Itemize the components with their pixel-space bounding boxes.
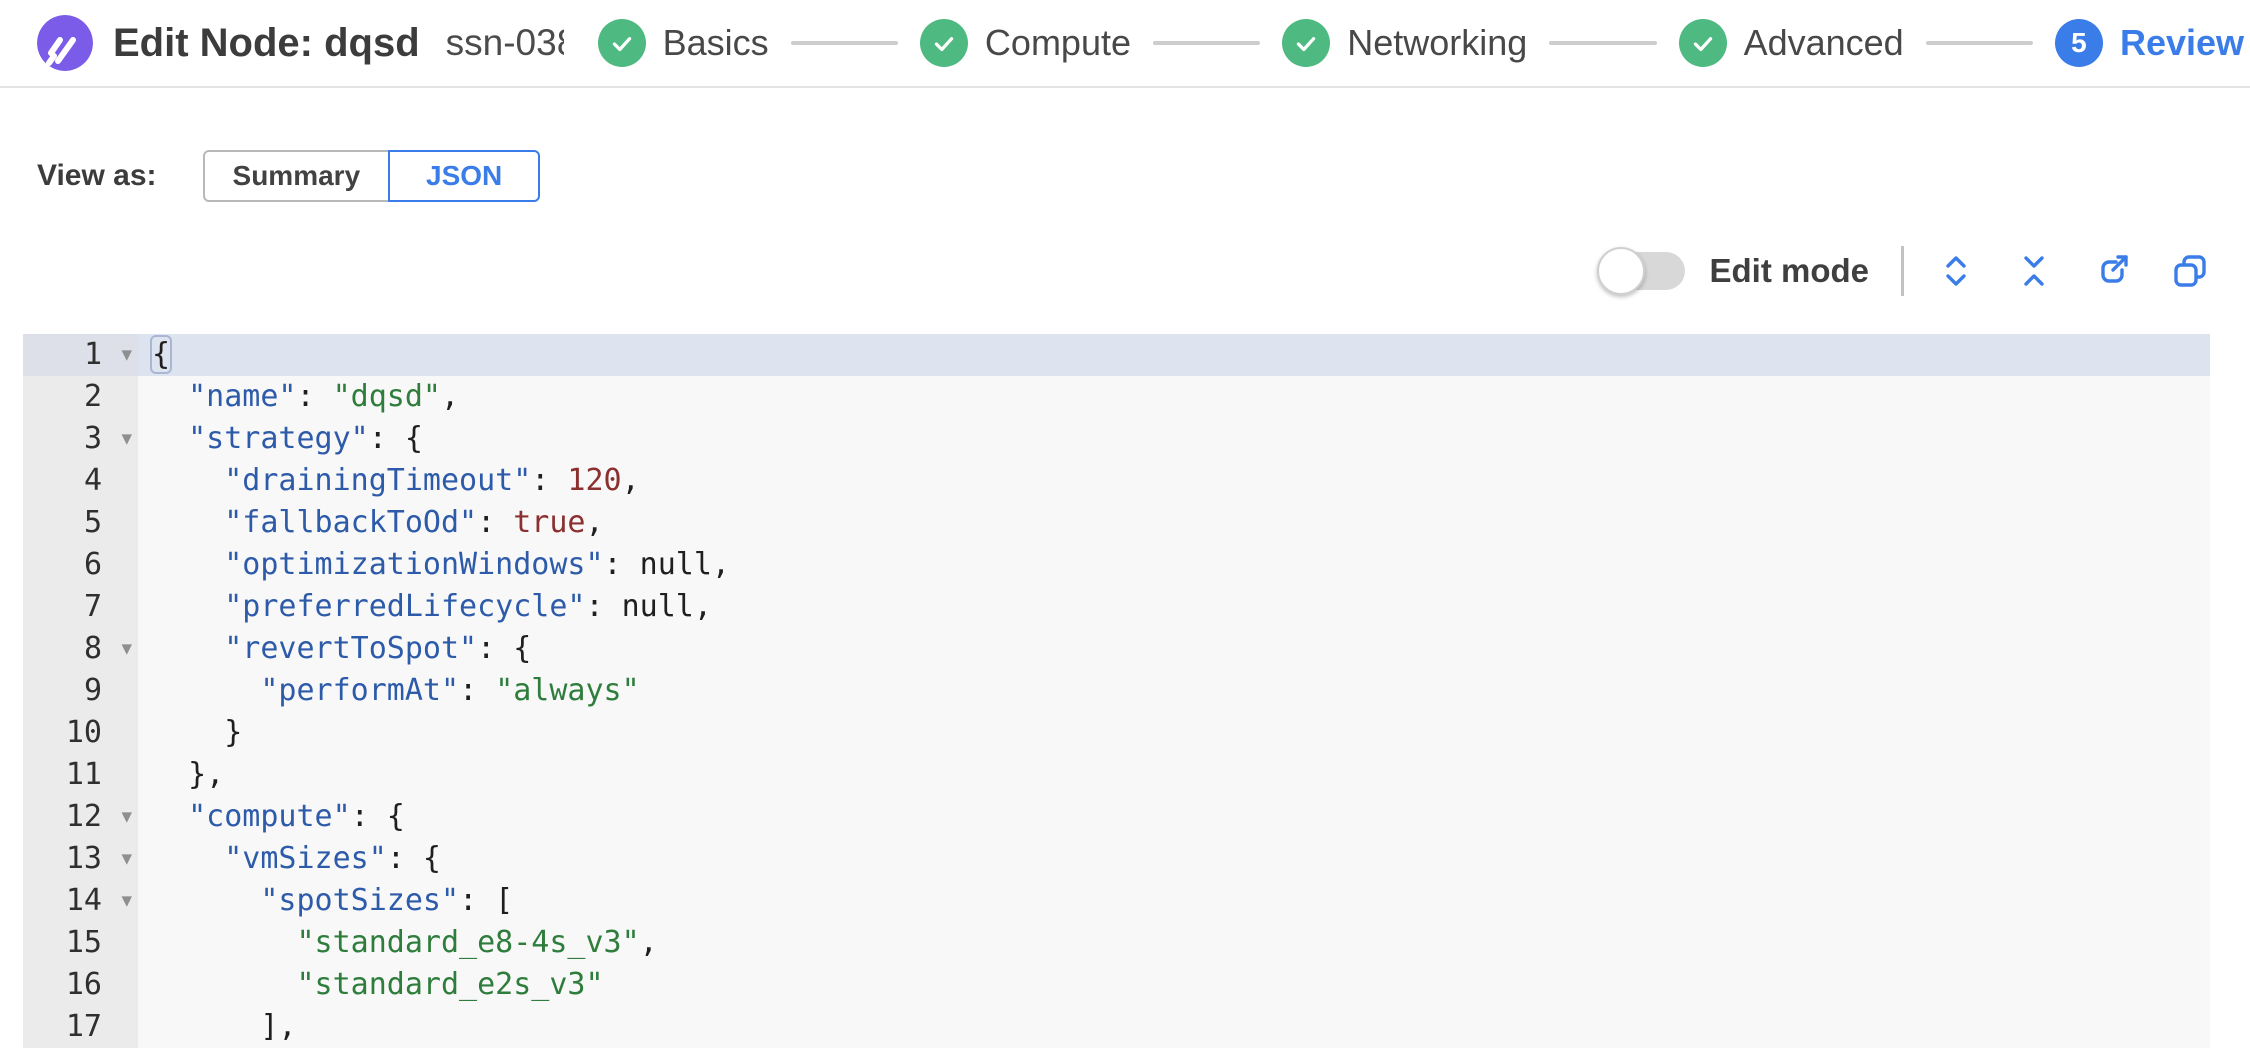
step-label: Compute [984,22,1131,63]
step-review[interactable]: 5 Review [2054,19,2245,67]
line-number[interactable]: 9 [23,670,138,712]
edit-mode-label: Edit mode [1709,252,1869,289]
fold-arrow-icon[interactable]: ▾ [121,637,132,660]
toolbar-divider [1901,246,1904,296]
node-id: ssn-038 [445,22,564,63]
line-number[interactable]: 10 [23,712,138,754]
editor-line: 11 }, [23,754,2210,796]
editor-toolbar: Edit mode [1597,246,2210,296]
step-connector [1925,41,2033,45]
line-number[interactable]: 13▾ [23,838,138,880]
editor-line: 6 "optimizationWindows": null, [23,544,2210,586]
line-number[interactable]: 16 [23,964,138,1006]
code-line[interactable]: "standard_e2s_v3" [296,967,604,1002]
line-number[interactable]: 1▾ [23,334,138,376]
editor-line: 9 "performAt": "always" [23,670,2210,712]
fold-arrow-icon[interactable]: ▾ [121,805,132,828]
code-line[interactable]: "performAt": "always" [260,673,640,708]
editor-line: 10 } [23,712,2210,754]
fold-arrow-icon[interactable]: ▾ [121,889,132,912]
view-as-row: View as: Summary JSON [37,150,541,202]
page-title: Edit Node: dqsd [113,20,420,65]
line-number[interactable]: 5 [23,502,138,544]
step-networking[interactable]: Networking [1282,19,1527,67]
expand-all-icon[interactable] [1936,251,1976,291]
editor-line: 8▾ "revertToSpot": { [23,628,2210,670]
fold-arrow-icon[interactable]: ▾ [121,847,132,870]
editor-line: 15 "standard_e8-4s_v3", [23,922,2210,964]
code-line[interactable]: "compute": { [188,799,405,834]
toggle-knob[interactable] [1597,247,1646,295]
step-basics[interactable]: Basics [597,19,769,67]
line-number[interactable]: 6 [23,544,138,586]
collapse-all-icon[interactable] [2014,251,2054,291]
line-number[interactable]: 7 [23,586,138,628]
step-connector [1549,41,1657,45]
code-line[interactable]: "standard_e8-4s_v3", [296,925,658,960]
step-label: Review [2119,22,2245,63]
line-number[interactable]: 17 [23,1006,138,1048]
line-number[interactable]: 14▾ [23,880,138,922]
export-icon[interactable] [2092,251,2132,291]
view-as-toggle: Summary JSON [202,150,541,202]
edit-mode-toggle[interactable] [1597,247,1686,295]
step-label: Networking [1347,22,1528,63]
editor-line: 14▾ "spotSizes": [ [23,880,2210,922]
step-connector [1153,41,1261,45]
editor-line: 16 "standard_e2s_v3" [23,964,2210,1006]
code-line[interactable]: "optimizationWindows": null, [224,547,730,582]
json-tab[interactable]: JSON [388,150,541,202]
editor-line: 3▾ "strategy": { [23,418,2210,460]
summary-tab[interactable]: Summary [202,150,391,202]
code-line[interactable]: "name": "dqsd", [188,379,460,414]
code-line[interactable]: "fallbackToOd": true, [224,505,604,540]
editor-line: 1▾{ [23,334,2210,376]
check-icon [1678,19,1727,67]
check-icon [1282,19,1331,67]
step-connector [790,41,898,45]
wizard-header: Edit Node: dqsd ssn-038 Basics Compute Net… [0,0,2250,88]
step-compute[interactable]: Compute [919,19,1131,67]
code-line[interactable]: "vmSizes": { [224,841,441,876]
view-as-label: View as: [37,159,157,192]
code-line[interactable]: ], [260,1009,297,1044]
line-number[interactable]: 3▾ [23,418,138,460]
line-number[interactable]: 4 [23,460,138,502]
code-line[interactable]: "revertToSpot": { [224,631,532,666]
json-editor[interactable]: 1▾{2 "name": "dqsd",3▾ "strategy": {4 "d… [23,334,2210,1048]
line-number[interactable]: 11 [23,754,138,796]
editor-line: 7 "preferredLifecycle": null, [23,586,2210,628]
editor-line: 17 ], [23,1006,2210,1048]
editor-line: 5 "fallbackToOd": true, [23,502,2210,544]
line-number[interactable]: 15 [23,922,138,964]
line-number[interactable]: 8▾ [23,628,138,670]
line-number[interactable]: 12▾ [23,796,138,838]
check-icon [597,19,646,67]
code-line[interactable]: } [224,715,243,750]
editor-line: 13▾ "vmSizes": { [23,838,2210,880]
step-label: Advanced [1743,22,1904,63]
fold-arrow-icon[interactable]: ▾ [121,343,132,366]
code-line[interactable]: { [138,334,2210,376]
toolbar-icons [1936,251,2210,291]
step-number-badge: 5 [2054,19,2103,67]
editor-line: 2 "name": "dqsd", [23,376,2210,418]
line-number[interactable]: 2 [23,376,138,418]
fold-arrow-icon[interactable]: ▾ [121,427,132,450]
stepper: Basics Compute Networking Advanced 5 Review [597,19,2250,67]
copy-icon[interactable] [2170,251,2210,291]
code-line[interactable]: }, [188,757,225,792]
code-line[interactable]: "preferredLifecycle": null, [224,589,712,624]
node-id-clip: ssn-038 [446,22,564,64]
check-icon [919,19,968,67]
step-label: Basics [662,22,769,63]
app-logo-icon [37,15,93,71]
code-line[interactable]: "spotSizes": [ [260,883,514,918]
code-line[interactable]: "strategy": { [188,421,423,456]
editor-line: 12▾ "compute": { [23,796,2210,838]
code-line[interactable]: "drainingTimeout": 120, [224,463,640,498]
step-advanced[interactable]: Advanced [1678,19,1904,67]
editor-line: 4 "drainingTimeout": 120, [23,460,2210,502]
